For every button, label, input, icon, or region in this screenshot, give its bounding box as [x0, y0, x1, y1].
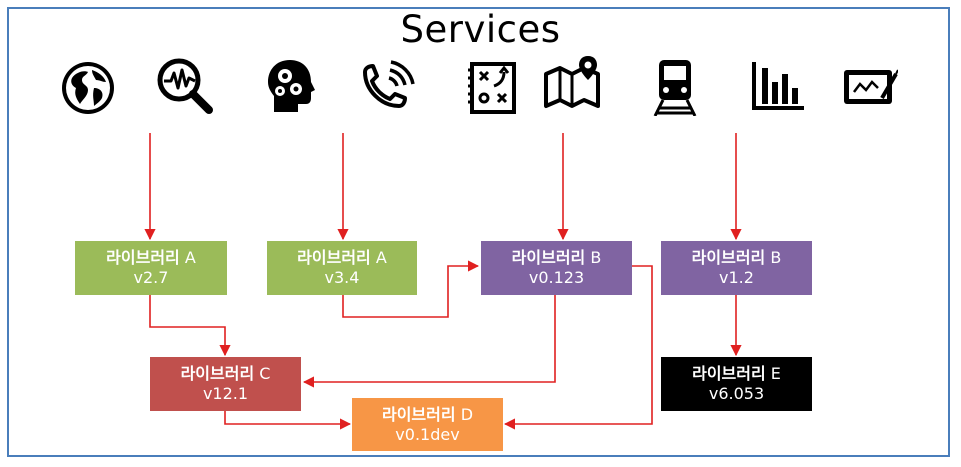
node-version: v0.1dev [395, 424, 460, 444]
node-label: 라이브러리 [511, 248, 586, 267]
phone-ringing-icon [357, 58, 417, 118]
node-suffix: A [184, 248, 196, 267]
tablet-pen-icon [838, 58, 899, 118]
train-icon [645, 56, 705, 117]
node-version: v3.4 [324, 268, 360, 287]
node-library-b-v1-2: 라이브러리 B v1.2 [661, 241, 812, 295]
edge-c121-to-d01dev [224, 411, 352, 430]
edge-b0123-to-c121 [302, 295, 556, 388]
node-library-a-v3-4: 라이브러리 A v3.4 [267, 241, 417, 295]
node-label: 라이브러리 [180, 364, 255, 383]
edge-a27-to-c121 [149, 295, 231, 357]
node-version: v2.7 [133, 268, 169, 287]
node-label: 라이브러리 [381, 404, 456, 424]
node-version: v6.053 [708, 384, 765, 403]
node-label: 라이브러리 [106, 248, 180, 267]
node-library-b-v0-123: 라이브러리 B v0.123 [481, 241, 632, 295]
node-version: v12.1 [202, 384, 249, 403]
magnifier-pulse-icon [155, 56, 215, 116]
node-label: 라이브러리 [297, 248, 371, 267]
node-label: 라이브러리 [691, 248, 766, 267]
node-version: v1.2 [719, 268, 754, 287]
node-suffix: B [770, 248, 782, 267]
node-library-e-v6-053: 라이브러리 E v6.053 [661, 357, 812, 411]
node-library-a-v2-7: 라이브러리 A v2.7 [75, 241, 227, 295]
map-pin-icon [542, 54, 602, 114]
globe-icon [58, 58, 118, 118]
node-label: 라이브러리 [692, 364, 766, 383]
node-suffix: E [770, 364, 781, 383]
node-suffix: D [460, 404, 474, 424]
node-version: v0.123 [528, 268, 585, 287]
node-suffix: A [375, 248, 387, 267]
edge-b0123-to-d01dev [503, 265, 653, 430]
head-gears-icon [260, 56, 320, 116]
node-library-c-v12-1: 라이브러리 C v12.1 [150, 357, 301, 411]
edge-a34-to-b0123 [342, 260, 480, 318]
node-suffix: C [259, 364, 271, 383]
strategy-board-icon [462, 58, 522, 118]
node-suffix: B [590, 248, 602, 267]
node-library-d-v0-1dev: 라이브러리 D v0.1dev [352, 398, 503, 451]
diagram-frame [7, 7, 950, 457]
diagram-title: Services [400, 8, 561, 51]
bar-chart-icon [748, 56, 808, 116]
